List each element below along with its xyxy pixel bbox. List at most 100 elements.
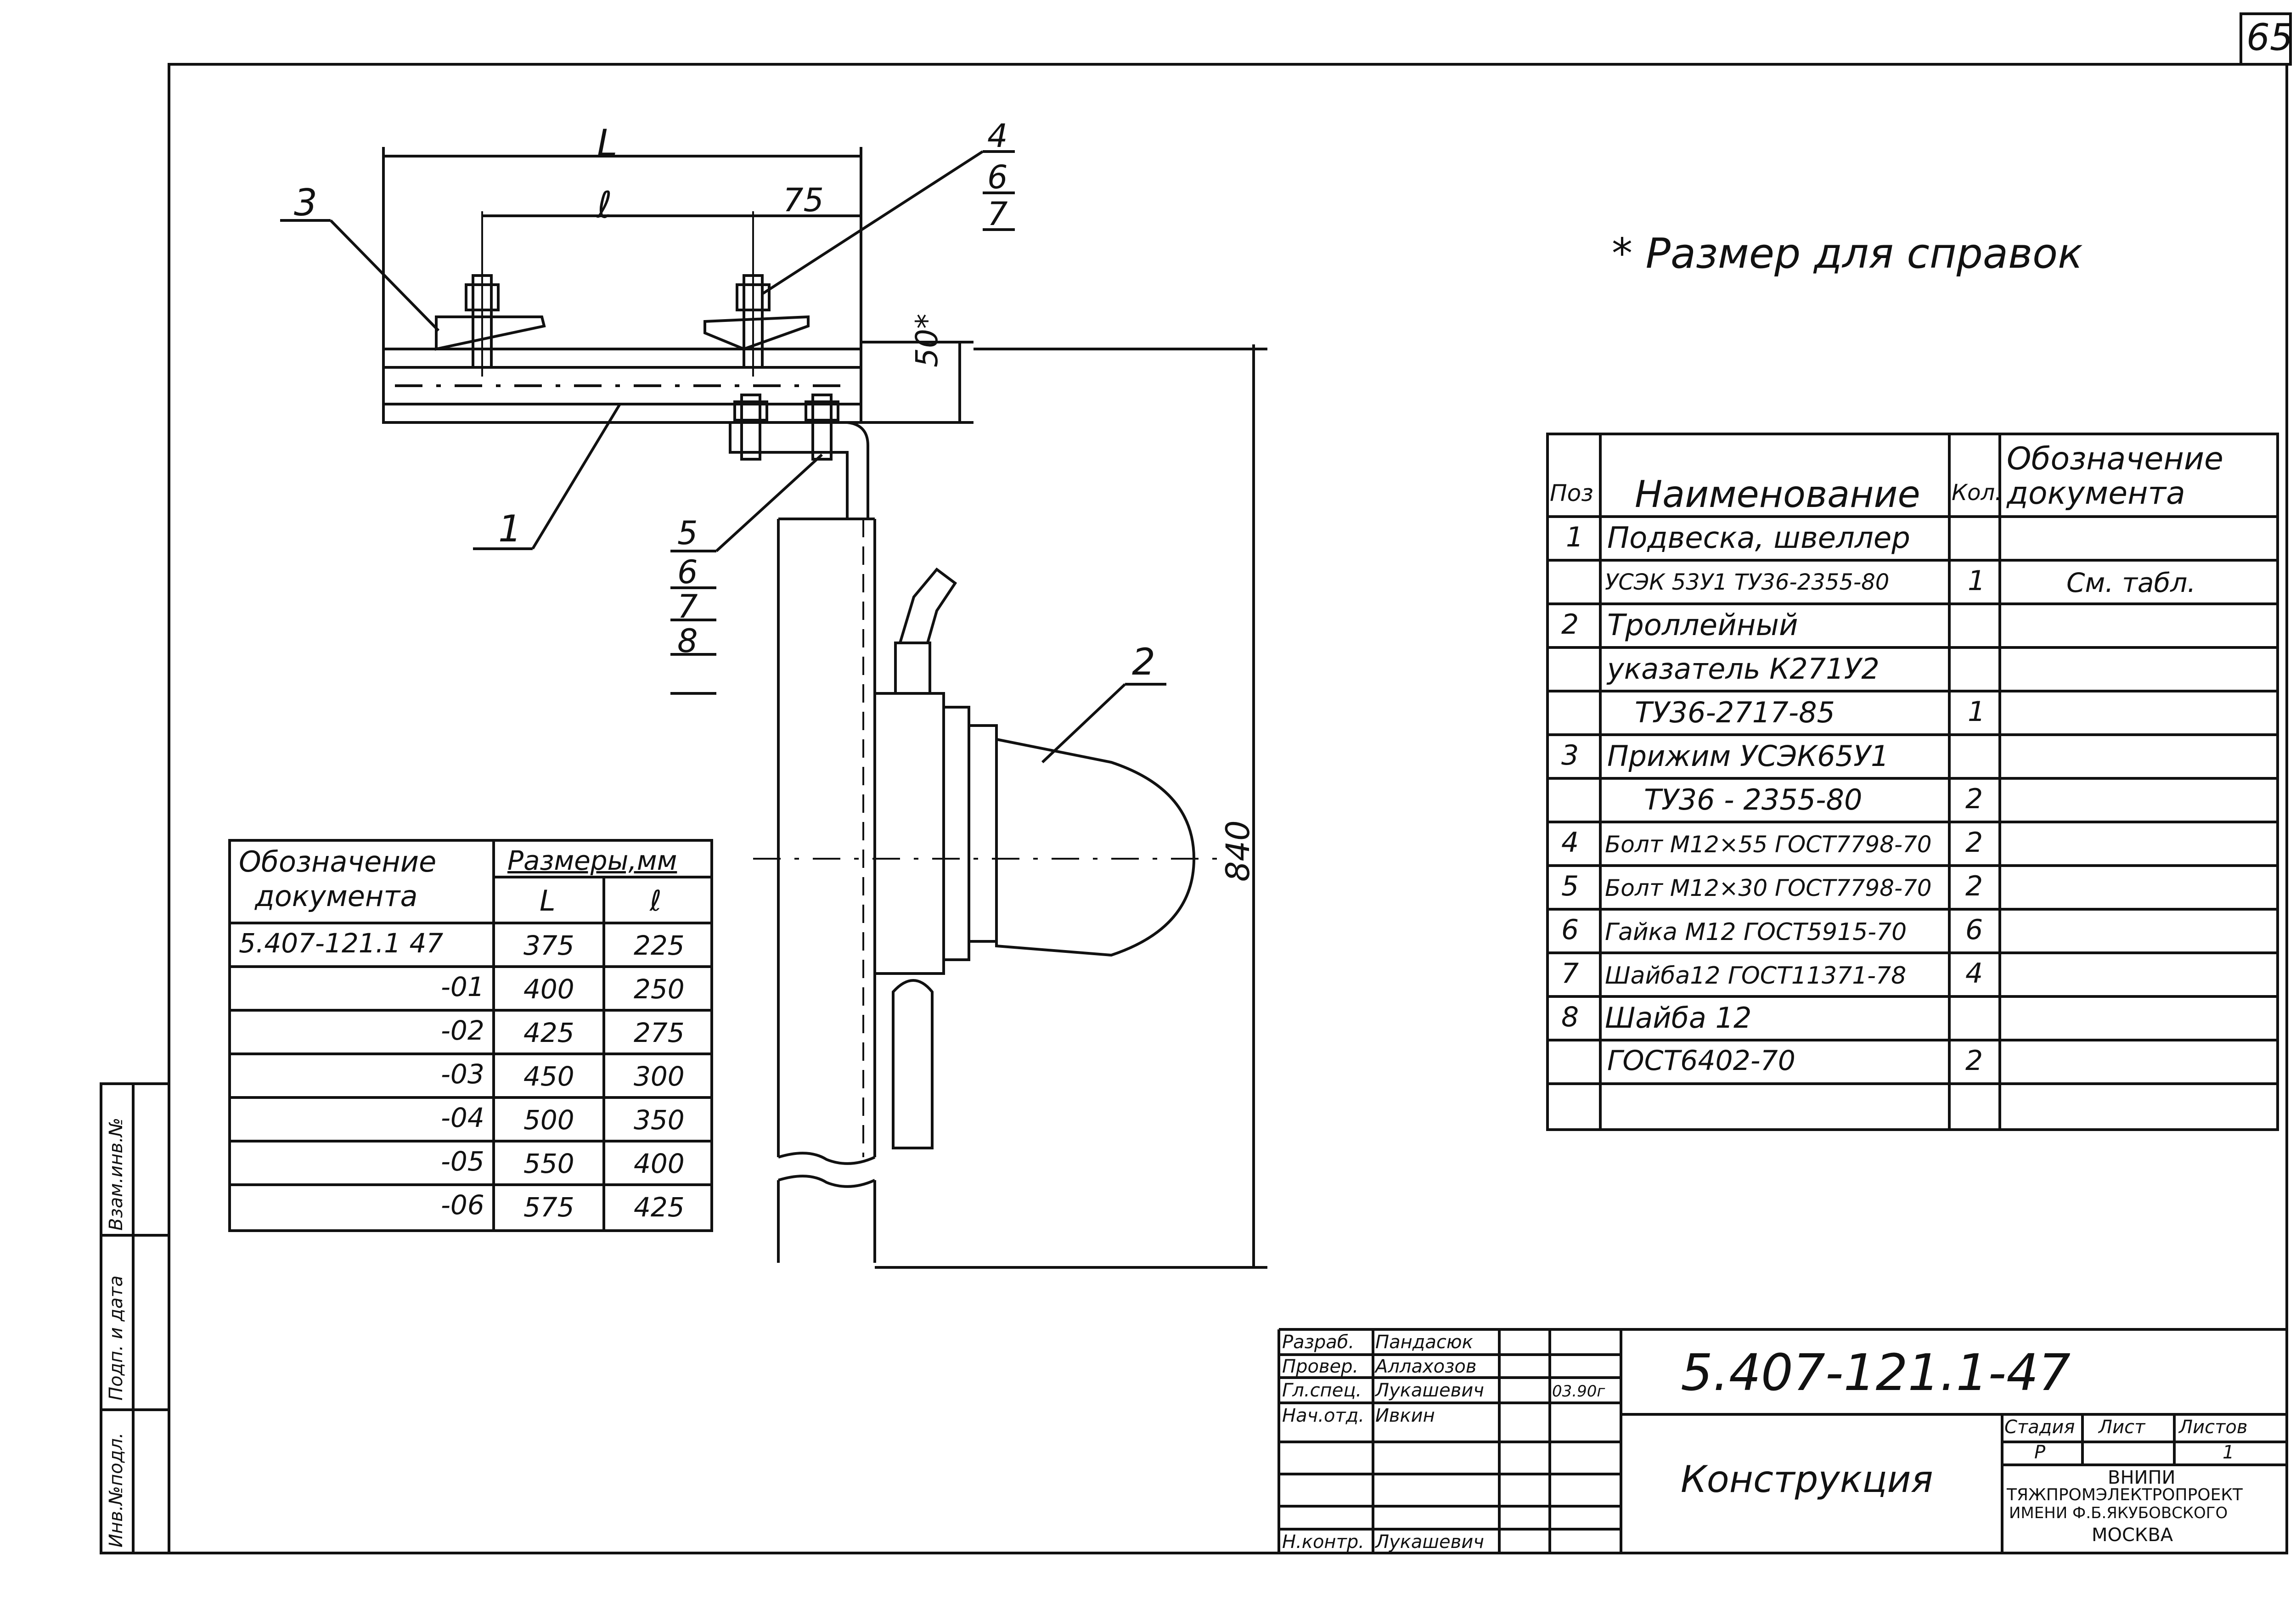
sizes-header-L: L [540, 884, 556, 917]
signature-role: Гл.спец. [1282, 1380, 1362, 1401]
sheets-value: 1 [2223, 1442, 2234, 1463]
spec-row-name: Болт М12×30 ГОСТ7798-70 [1605, 875, 1932, 901]
signature-role: Н.контр. [1282, 1531, 1364, 1553]
callout-left-8: 8 [677, 622, 698, 660]
spec-header-doc-2: документа [2007, 475, 2185, 512]
sizes-row-L: 425 [523, 1017, 574, 1048]
spec-row-qty: 1 [1968, 696, 1986, 728]
sizes-row-l: 275 [634, 1017, 685, 1048]
sizes-row-L: 500 [523, 1104, 574, 1136]
signature-name: Пандасюк [1375, 1332, 1473, 1353]
signature-name: Аллахозов [1375, 1356, 1477, 1377]
position-label-3: 3 [294, 181, 317, 224]
sheet-number: 65 [2246, 16, 2293, 59]
signature-date: 03.90г [1552, 1382, 1605, 1401]
spec-row-name: Прижим УСЭК65У1 [1607, 739, 1889, 773]
sizes-row-L: 550 [523, 1148, 574, 1179]
spec-row-pos: 4 [1561, 827, 1579, 859]
callout-left-7: 7 [677, 588, 698, 625]
bolt-lower-1 [740, 394, 761, 461]
stage-label: Стадия [2004, 1417, 2075, 1438]
sizes-header-designation-2: документа [255, 879, 418, 913]
signature-role: Разраб. [1282, 1332, 1355, 1353]
sizes-row-l: 250 [634, 974, 685, 1005]
lamp-dome [995, 737, 1196, 957]
sizes-row-designation: -04 [441, 1102, 484, 1133]
lamp-base [873, 692, 945, 975]
sizes-header-designation-1: Обозначение [239, 845, 437, 878]
spec-header-qty: Кол. [1952, 480, 2002, 506]
spec-row-name: Шайба 12 [1605, 1001, 1752, 1035]
clamp-left [435, 315, 546, 351]
spec-row-name: ТУ36-2717-85 [1635, 696, 1835, 729]
sizes-row-designation: -05 [441, 1146, 484, 1177]
reference-note: * Размер для справок [1612, 230, 2083, 278]
spec-row-pos: 5 [1561, 870, 1579, 902]
spec-row-pos: 7 [1561, 957, 1579, 990]
spec-row-qty: 2 [1965, 1045, 1983, 1077]
bolt-lower-2 [811, 394, 833, 461]
spec-header-pos: Поз [1550, 480, 1593, 507]
sizes-row-designation: 5.407-121.1 47 [239, 928, 444, 959]
sizes-row-designation: -02 [441, 1015, 484, 1046]
side-stamp-inv: Инв.№подл. [106, 1432, 127, 1548]
sizes-row-designation: -03 [441, 1058, 484, 1090]
spec-row-name: Подвеска, швеллер [1607, 521, 1910, 555]
spec-row-pos: 2 [1561, 608, 1579, 641]
organization-line-3: ИМЕНИ Ф.Б.ЯКУБОВСКОГО [2009, 1504, 2228, 1522]
sizes-row-L: 400 [523, 974, 574, 1005]
spec-row-name: Болт М12×55 ГОСТ7798-70 [1605, 831, 1932, 858]
callout-top-7: 7 [987, 195, 1008, 233]
cable-lower [892, 979, 934, 1149]
spec-row-qty: 2 [1965, 827, 1983, 859]
spec-row-name: указатель К271У2 [1607, 652, 1880, 686]
callout-left-6: 6 [677, 553, 698, 591]
spec-row-pos: 8 [1561, 1001, 1579, 1033]
sheet-label: Лист [2099, 1417, 2145, 1438]
clamp-right [703, 315, 810, 351]
sizes-header-sizes: Размеры,мм [507, 845, 677, 876]
organization-line-2: ТЯЖПРОМЭЛЕКТРОПРОЕКТ [2007, 1486, 2243, 1504]
bracket [729, 421, 869, 520]
callout-left-5: 5 [677, 514, 698, 552]
spec-row-pos: 6 [1561, 914, 1579, 946]
dimension-50-label: 50* [909, 314, 945, 367]
spec-row-qty: 4 [1965, 957, 1983, 990]
spec-table-grid [1546, 433, 2279, 1131]
spec-row-name: УСЭК 53У1 ТУ36-2355-80 [1605, 569, 1890, 595]
side-stamp-frame [100, 1082, 170, 1554]
side-stamp-sign: Подп. и дата [106, 1275, 127, 1401]
side-stamp-replace: Взам.инв.№ [106, 1117, 127, 1231]
spec-row-qty: 6 [1965, 914, 1983, 946]
spec-header-name: Наименование [1635, 473, 1920, 516]
dimension-75-label: 75 [783, 181, 824, 219]
spec-row-name: ГОСТ6402-70 [1607, 1045, 1795, 1077]
channel-profile [382, 348, 862, 424]
title-block-grid [1277, 1328, 2287, 1553]
sheets-label: Листов [2179, 1417, 2248, 1438]
spec-row-pos: 3 [1561, 739, 1579, 771]
spec-row-name: Троллейный [1607, 608, 1798, 642]
position-label-1: 1 [498, 507, 522, 550]
sizes-row-designation: -06 [441, 1189, 484, 1221]
position-label-2: 2 [1132, 641, 1155, 683]
sizes-row-l: 425 [634, 1192, 685, 1223]
signature-role: Нач.отд. [1282, 1405, 1365, 1426]
sizes-row-L: 575 [523, 1192, 574, 1223]
signature-name: Лукашевич [1375, 1531, 1484, 1553]
sheet-number-box [2240, 12, 2292, 66]
dimension-l-label: ℓ [597, 184, 613, 226]
sizes-row-l: 300 [634, 1061, 685, 1092]
spec-row-qty: 2 [1965, 783, 1983, 815]
sizes-row-l: 350 [634, 1104, 685, 1136]
spec-row-pos: 1 [1566, 521, 1584, 553]
organization-line-4: МОСКВА [2092, 1525, 2173, 1546]
document-code: 5.407-121.1-47 [1681, 1343, 2071, 1402]
spec-row-name: ТУ36 - 2355-80 [1644, 783, 1863, 816]
spec-row-qty: 1 [1968, 565, 1986, 597]
spec-row-doc: См. табл. [2066, 567, 2196, 598]
spec-row-name: Гайка М12 ГОСТ5915-70 [1605, 918, 1907, 946]
organization-line-1: ВНИПИ [2108, 1467, 2176, 1488]
sizes-header-l: ℓ [650, 884, 662, 917]
